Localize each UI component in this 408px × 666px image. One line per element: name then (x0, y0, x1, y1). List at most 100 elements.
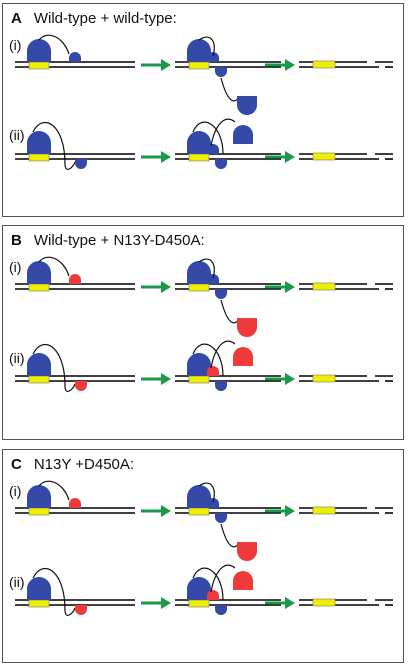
recognition-site (312, 282, 336, 291)
partner-large-domain (237, 318, 257, 337)
partner-domain (69, 498, 81, 508)
partner-domain (75, 381, 87, 391)
arrow-head (161, 281, 171, 293)
enzyme-large-domain (27, 577, 51, 600)
panel-a-title: A Wild-type + wild-type: (11, 10, 177, 27)
recognition-site (312, 598, 336, 607)
cleavage-domain-bottom (215, 159, 227, 169)
linker (32, 121, 76, 170)
panel-b-scheme (15, 256, 393, 392)
recognition-site (28, 507, 50, 516)
partner-large-domain (233, 347, 253, 366)
recognition-site (188, 599, 210, 608)
cleavage-domain-bottom (215, 67, 227, 77)
linker (198, 482, 215, 503)
partner-domain (69, 52, 81, 62)
cleavage-domain-bottom (215, 513, 227, 523)
partner-large-domain (237, 96, 257, 115)
partner-domain (75, 605, 87, 615)
recognition-site (312, 374, 336, 383)
linker (192, 567, 224, 601)
recognition-site (28, 61, 50, 70)
enzyme-large-domain (187, 261, 211, 284)
recognition-site (28, 283, 50, 292)
enzyme-large-domain (27, 261, 51, 284)
linker (210, 564, 236, 593)
panel-b-row-ii-label: (ii) (9, 350, 25, 366)
cleavage-domain-top (207, 366, 219, 376)
linker (220, 77, 240, 102)
panel-c-scheme (15, 480, 393, 616)
linker (210, 340, 236, 369)
partner-domain (75, 159, 87, 169)
arrow-head (161, 151, 171, 163)
panel-a-scheme (15, 34, 393, 170)
enzyme-large-domain (187, 39, 211, 62)
panel-c-letter: C (11, 456, 22, 473)
panel-a-row-i-label: (i) (9, 37, 22, 53)
recognition-site (312, 152, 336, 161)
partner-large-domain (237, 542, 257, 561)
arrow-head (285, 505, 295, 517)
arrow-head (161, 505, 171, 517)
enzyme-large-domain (187, 577, 211, 600)
arrow-head (161, 59, 171, 71)
linker (38, 480, 70, 501)
recognition-site (28, 599, 50, 608)
panel-c-row-i-label: (i) (9, 483, 22, 499)
enzyme-large-domain (27, 485, 51, 508)
cleavage-domain-top (207, 52, 219, 62)
enzyme-large-domain (187, 485, 211, 508)
linker (192, 121, 224, 155)
arrow-head (285, 151, 295, 163)
recognition-site (188, 507, 210, 516)
linker (38, 256, 70, 277)
enzyme-large-domain (27, 131, 51, 154)
panel-a-heading: Wild-type + wild-type: (33, 10, 177, 27)
cleavage-domain-bottom (215, 605, 227, 615)
recognition-site (188, 61, 210, 70)
arrow-head (285, 373, 295, 385)
panel-b-row-i-label: (i) (9, 259, 22, 275)
enzyme-large-domain (27, 353, 51, 376)
linker (198, 36, 215, 57)
partner-domain (69, 274, 81, 284)
recognition-site (188, 153, 210, 162)
linker (198, 258, 215, 279)
partner-large-domain (233, 125, 253, 144)
panel-b-heading: Wild-type + N13Y-D450A: (33, 232, 205, 249)
cleavage-domain-bottom (215, 289, 227, 299)
linker (220, 299, 240, 324)
enzyme-large-domain (27, 39, 51, 62)
cleavage-domain-top (207, 274, 219, 284)
linker (192, 343, 224, 377)
linker (38, 34, 70, 55)
recognition-site (28, 375, 50, 384)
recognition-site (188, 375, 210, 384)
recognition-site (312, 60, 336, 69)
linker (210, 118, 236, 147)
cleavage-domain-top (207, 144, 219, 154)
cleavage-domain-bottom (215, 381, 227, 391)
panel-c-row-ii-label: (ii) (9, 574, 25, 590)
arrow-head (161, 597, 171, 609)
recognition-site (312, 506, 336, 515)
enzyme-large-domain (187, 353, 211, 376)
cleavage-domain-top (207, 590, 219, 600)
panel-a-letter: A (11, 10, 22, 27)
cleavage-domain-top (207, 498, 219, 508)
enzyme-large-domain (187, 131, 211, 154)
arrow-head (161, 373, 171, 385)
recognition-site (28, 153, 50, 162)
arrow-head (285, 597, 295, 609)
arrow-head (285, 281, 295, 293)
arrow-head (285, 59, 295, 71)
linker (32, 343, 76, 392)
linker (32, 567, 76, 616)
linker (220, 523, 240, 548)
recognition-site (188, 283, 210, 292)
